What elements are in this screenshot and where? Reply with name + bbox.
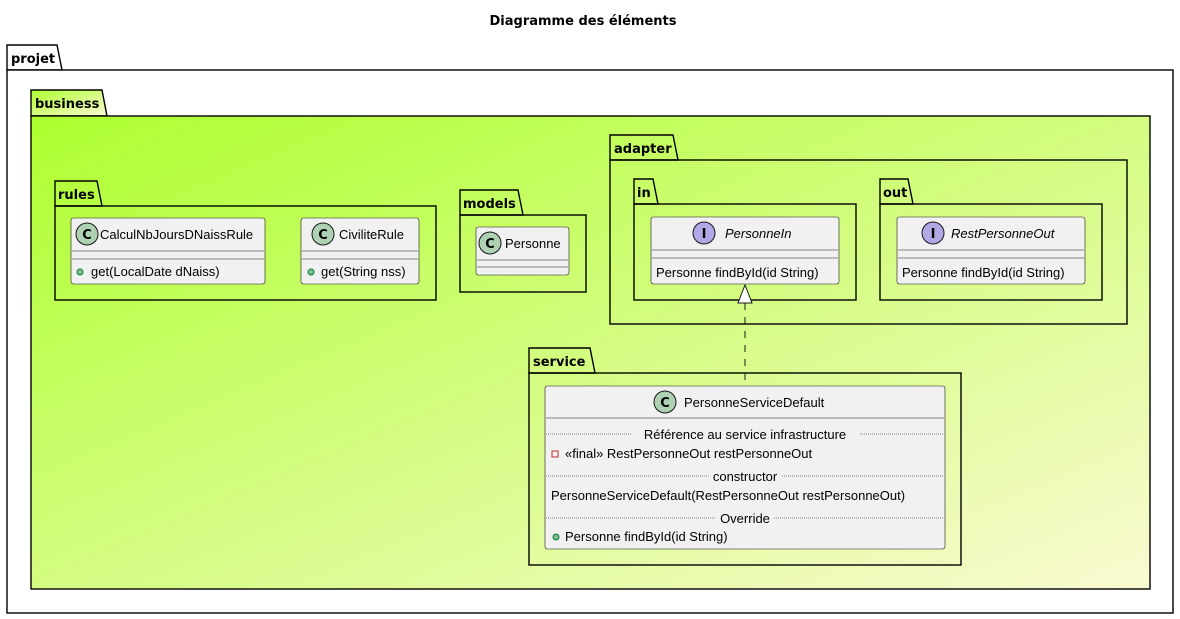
class-icon <box>75 222 99 246</box>
package-label-projet: projet <box>11 52 55 67</box>
interface-name: PersonneIn <box>725 226 792 241</box>
class-icon <box>653 390 677 414</box>
interface-personne-in: I PersonneIn Personne findById(id String… <box>650 216 840 285</box>
package-label-in: in <box>637 186 651 201</box>
class-glyph: C <box>485 237 495 252</box>
package-out: out <box>879 178 1103 301</box>
class-icon <box>311 222 335 246</box>
public-method-icon <box>552 533 560 541</box>
interface-method: Personne findById(id String) <box>902 265 1065 280</box>
class-constructor: PersonneServiceDefault(RestPersonneOut r… <box>551 488 905 503</box>
package-label-service: service <box>533 355 586 370</box>
interface-glyph: I <box>931 227 936 242</box>
package-models: models <box>459 189 587 293</box>
package-label-models: models <box>463 197 516 212</box>
class-method: get(LocalDate dNaiss) <box>91 264 220 279</box>
class-name: PersonneServiceDefault <box>684 395 825 410</box>
class-icon <box>478 231 502 255</box>
class-method: Personne findById(id String) <box>565 529 728 544</box>
class-name: CiviliteRule <box>339 227 404 242</box>
section-label-reference: Référence au service infrastructure <box>644 427 846 442</box>
class-glyph: C <box>82 228 92 243</box>
interface-rest-personne-out: I RestPersonneOut Personne findById(id S… <box>896 216 1086 285</box>
class-glyph: C <box>318 228 328 243</box>
interface-name: RestPersonneOut <box>951 226 1056 241</box>
public-method-icon <box>307 268 315 276</box>
class-name: CalculNbJoursDNaissRule <box>100 227 253 242</box>
class-glyph: C <box>660 396 670 411</box>
package-adapter: adapter <box>609 134 1128 325</box>
section-label-constructor: constructor <box>713 469 778 484</box>
class-method: get(String nss) <box>321 264 406 279</box>
package-label-business: business <box>35 97 100 112</box>
class-field: «final» RestPersonneOut restPersonneOut <box>565 446 813 461</box>
interface-method: Personne findById(id String) <box>656 265 819 280</box>
public-method-icon <box>76 268 84 276</box>
realization-arrowhead <box>737 283 753 304</box>
class-civilite-rule: C CiviliteRule get(String nss) <box>300 217 420 285</box>
section-label-override: Override <box>720 511 770 526</box>
package-label-rules: rules <box>58 188 95 203</box>
class-personne: C Personne <box>475 226 570 276</box>
interface-glyph: I <box>702 227 707 242</box>
diagram-title: Diagramme des éléments <box>490 14 677 29</box>
interface-icon <box>692 221 716 245</box>
package-label-adapter: adapter <box>614 142 672 157</box>
class-calcul-nb-jours-dnaiss-rule: C CalculNbJoursDNaissRule get(LocalDate … <box>70 217 266 285</box>
class-name: Personne <box>505 236 561 251</box>
private-field-icon <box>551 450 559 458</box>
package-rules: rules <box>54 180 437 301</box>
interface-icon <box>921 221 945 245</box>
class-personne-service-default: C PersonneServiceDefault Référence au se… <box>544 385 946 550</box>
package-label-out: out <box>883 186 907 201</box>
realization-arrow <box>737 283 753 385</box>
